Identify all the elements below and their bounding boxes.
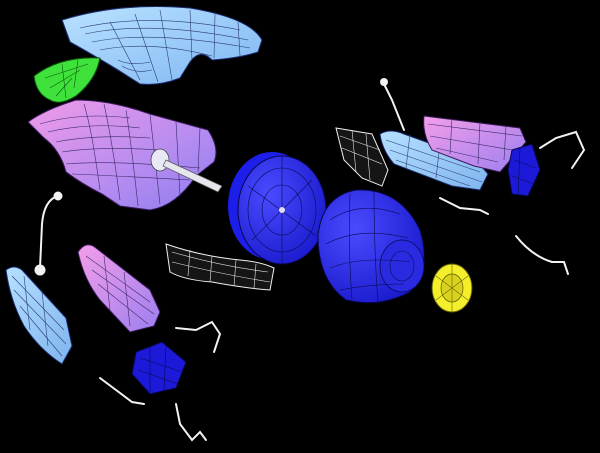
linkage-center-lower xyxy=(175,320,222,353)
blue-bowl-part xyxy=(317,189,425,305)
lightblue-rail-right-part xyxy=(379,130,489,191)
blue-block-right-part xyxy=(507,143,541,197)
yellow-wheel-part xyxy=(431,263,473,313)
main-cradle-part xyxy=(27,99,223,211)
white-curved-plate-part xyxy=(165,243,275,291)
lightblue-rail-left-part xyxy=(5,266,73,365)
linkage-knob-bottom xyxy=(34,264,46,276)
top-cover-part xyxy=(61,5,263,85)
linkage-knob-top xyxy=(53,191,63,201)
linkage-left-vertical xyxy=(39,195,59,269)
pink-rail-left-part xyxy=(77,244,161,333)
linkage-bottom-center xyxy=(175,403,207,442)
wire-linkages xyxy=(34,78,586,442)
linkage-right-hook xyxy=(539,130,586,169)
linkage-right-lower xyxy=(515,235,569,275)
linkage-right-upright xyxy=(383,83,405,131)
white-bracket-right-part xyxy=(335,127,389,187)
linkage-bottom-left xyxy=(99,377,145,405)
blue-disc-part xyxy=(228,152,327,265)
linkage-right-small xyxy=(439,197,489,215)
green-bracket-part xyxy=(33,57,101,103)
blue-block-lower-part xyxy=(131,341,187,395)
